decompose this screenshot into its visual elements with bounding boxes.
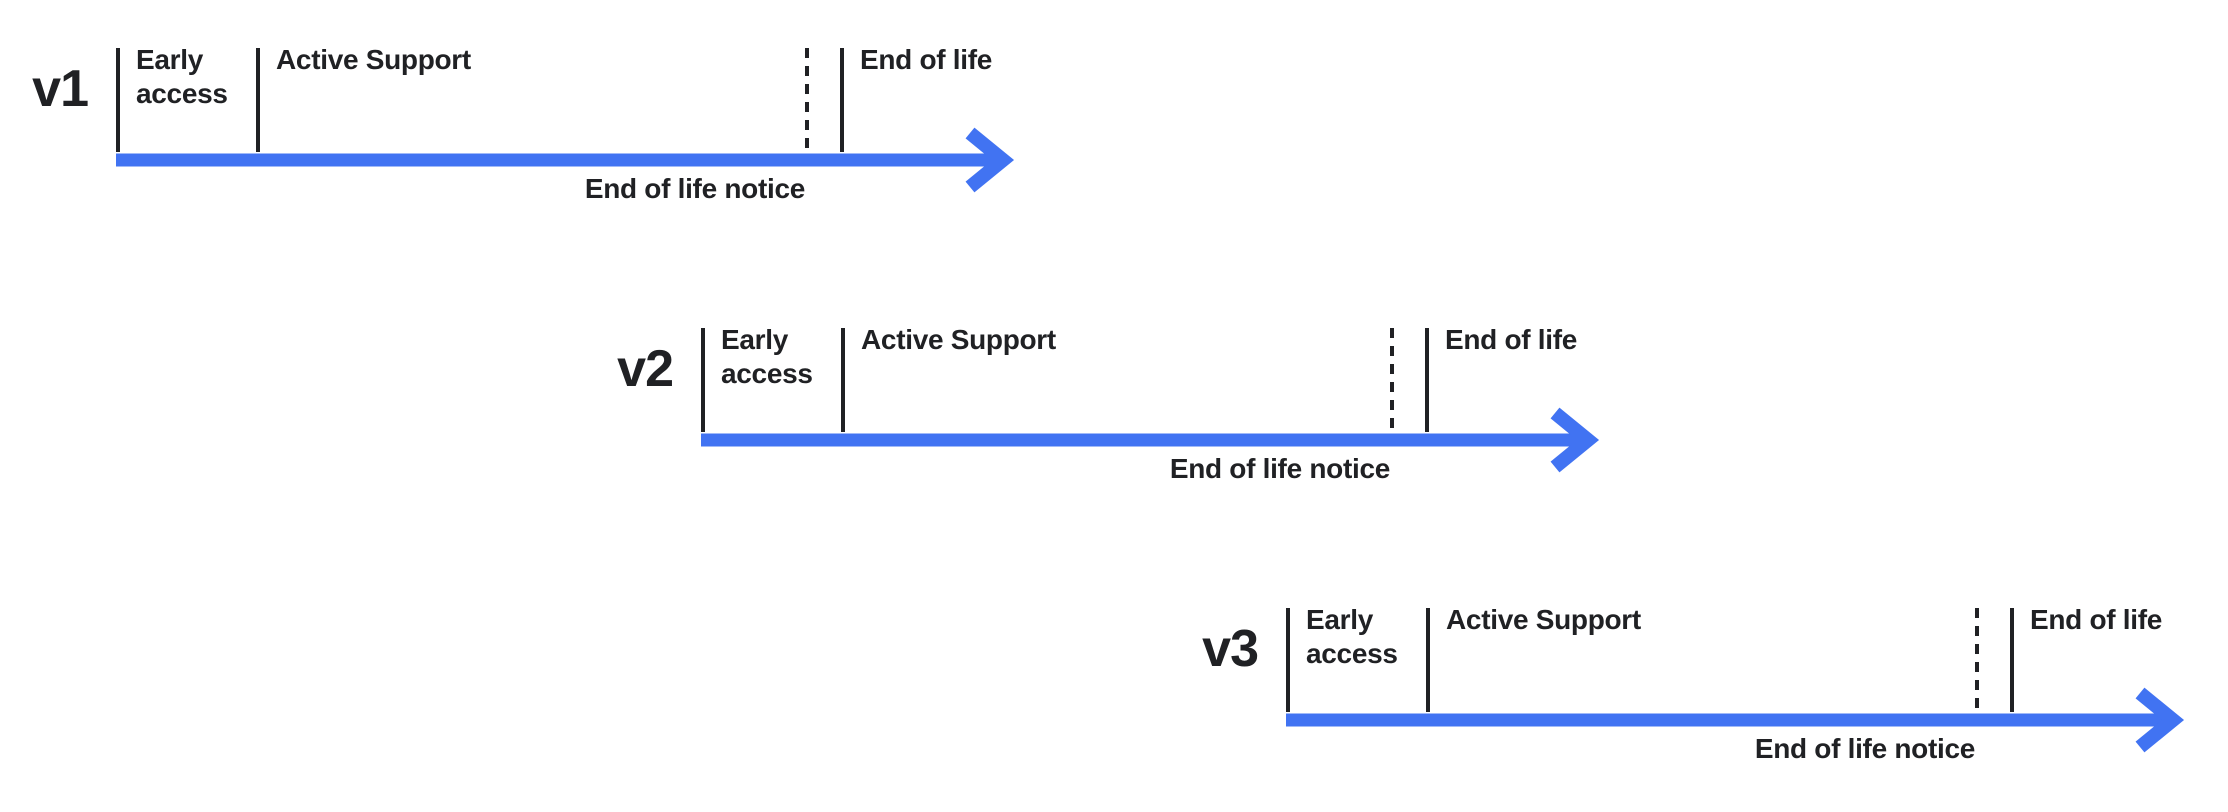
eol-notice-label: End of life notice xyxy=(1754,733,1975,764)
timeline-arrowhead xyxy=(1550,407,1600,473)
version-label: v2 xyxy=(617,340,674,398)
version-timeline-row-v1: v1 Early access Active Support End of li… xyxy=(0,0,1120,240)
version-label: v3 xyxy=(1202,620,1259,678)
timeline-graphic xyxy=(701,328,1600,473)
phase-label-end-of-life: End of life xyxy=(1445,324,1578,355)
phase-label-end-of-life: End of life xyxy=(860,44,993,75)
version-label: v1 xyxy=(32,60,89,118)
version-timeline-row-v2: v2 Early access Active Support End of li… xyxy=(585,280,1705,520)
phase-label-active-support: Active Support xyxy=(1446,604,1641,635)
phase-label-early-access: Early access xyxy=(136,44,228,109)
timeline-graphic xyxy=(116,48,1015,193)
phase-label-active-support: Active Support xyxy=(276,44,471,75)
phase-label-end-of-life: End of life xyxy=(2030,604,2163,635)
eol-notice-label: End of life notice xyxy=(584,173,805,204)
phase-label-early-access: Early access xyxy=(1306,604,1398,669)
eol-notice-label: End of life notice xyxy=(1169,453,1390,484)
timeline-graphic xyxy=(1286,608,2185,753)
timeline-arrowhead xyxy=(965,127,1015,193)
phase-label-active-support: Active Support xyxy=(861,324,1056,355)
phase-label-early-access: Early access xyxy=(721,324,813,389)
timeline-arrowhead xyxy=(2135,687,2185,753)
version-timeline-row-v3: v3 Early access Active Support End of li… xyxy=(1170,560,2228,800)
